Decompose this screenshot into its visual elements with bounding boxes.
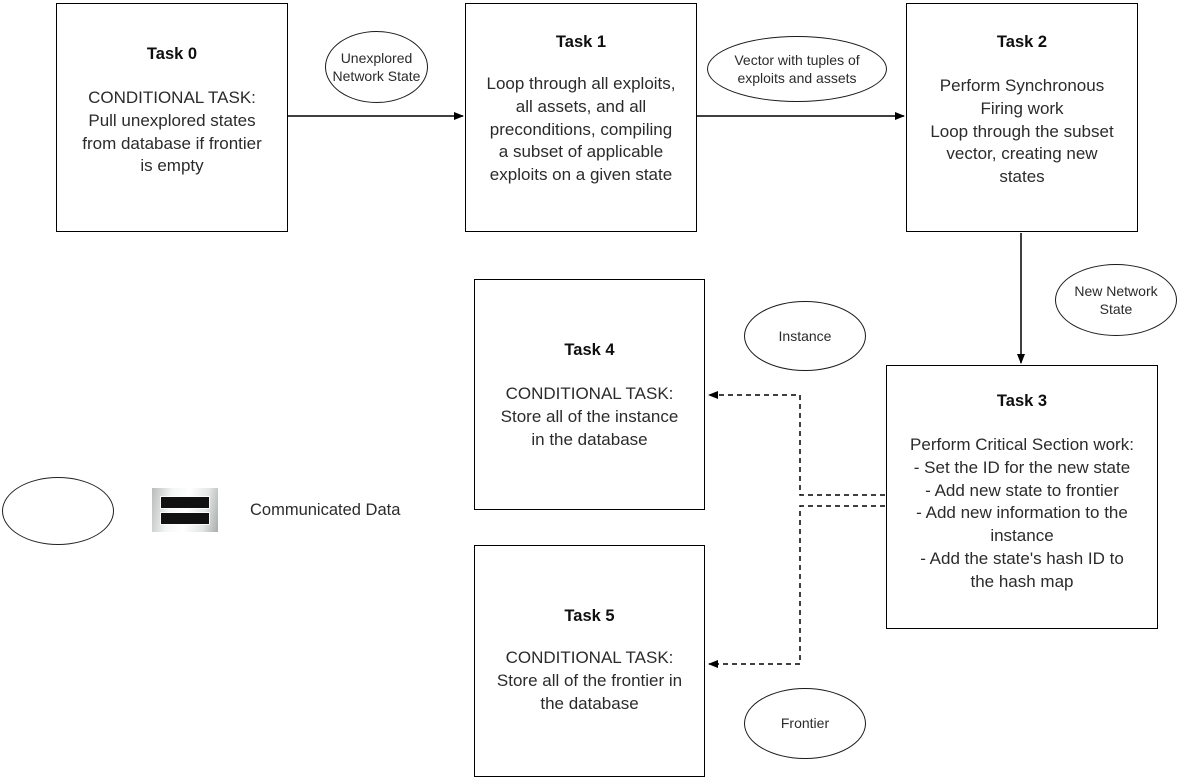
task-title: Task 4 — [564, 341, 615, 359]
task-title: Task 3 — [996, 392, 1048, 410]
task-title: Task 1 — [555, 33, 607, 51]
task-body: CONDITIONAL TASK: Pull unexplored states… — [82, 87, 262, 176]
task-node-task-0[interactable]: Task 0 CONDITIONAL TASK: Pull unexplored… — [56, 3, 288, 232]
task-title: Task 5 — [564, 607, 615, 625]
edge-task3-task4 — [708, 391, 885, 496]
task-node-task-5[interactable]: Task 5 CONDITIONAL TASK: Store all of th… — [474, 545, 705, 777]
data-label-frontier: Frontier — [744, 688, 866, 759]
task-title: Task 2 — [996, 33, 1048, 51]
task-title: Task 0 — [146, 45, 198, 63]
equals-icon — [152, 488, 218, 532]
data-label-instance: Instance — [744, 301, 866, 371]
legend-ellipse-shape — [2, 477, 114, 545]
data-label-new-network-state: New Network State — [1055, 264, 1177, 336]
data-label-vector-with-tuples: Vector with tuples of exploits and asset… — [707, 36, 887, 102]
task-node-task-1[interactable]: Task 1 Loop through all exploits, all as… — [465, 3, 697, 232]
task-body: Perform Critical Section work: - Set the… — [910, 434, 1134, 592]
task-node-task-2[interactable]: Task 2 Perform Synchronous Firing work L… — [906, 3, 1138, 232]
task-body: CONDITIONAL TASK: Store all of the insta… — [500, 383, 679, 449]
task-body: CONDITIONAL TASK: Store all of the front… — [496, 647, 683, 713]
task-body: Perform Synchronous Firing work Loop thr… — [930, 75, 1114, 187]
legend-label: Communicated Data — [250, 501, 401, 519]
task-node-task-4[interactable]: Task 4 CONDITIONAL TASK: Store all of th… — [474, 279, 705, 510]
data-label-unexplored-network-state: Unexplored Network State — [325, 31, 428, 103]
equals-icon-bar-top — [161, 497, 209, 508]
edge-task3-task5 — [708, 505, 885, 668]
task-node-task-3[interactable]: Task 3 Perform Critical Section work: - … — [886, 365, 1158, 629]
equals-icon-bar-bottom — [161, 513, 209, 524]
task-body: Loop through all exploits, all assets, a… — [486, 73, 676, 185]
